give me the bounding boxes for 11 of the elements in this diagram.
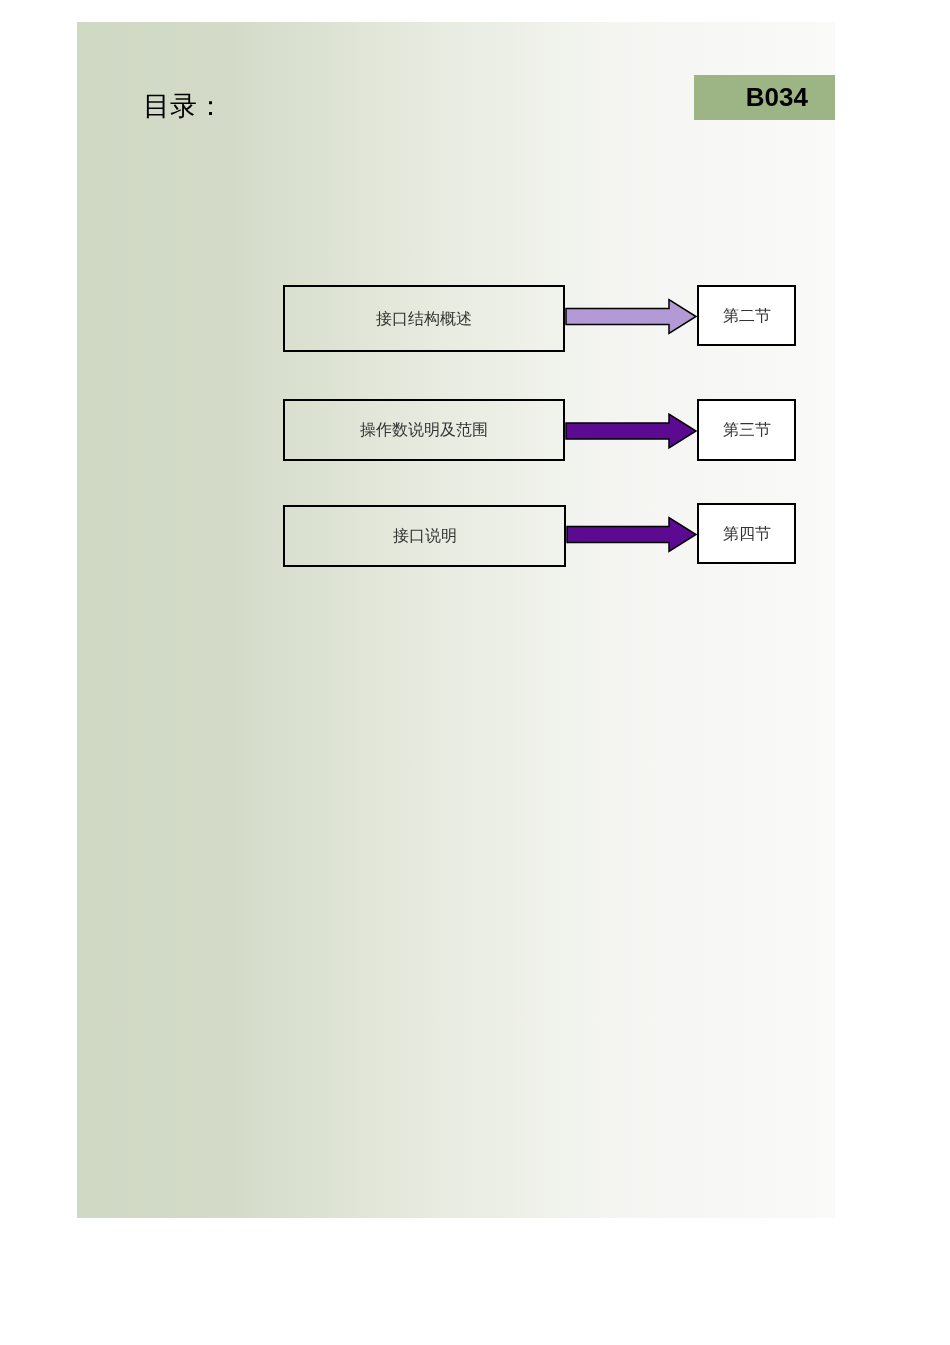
topic-box: 接口结构概述 [283, 285, 565, 352]
block-arrow [565, 298, 698, 335]
section-box: 第三节 [697, 399, 796, 461]
block-arrow [566, 516, 698, 553]
topic-box: 操作数说明及范围 [283, 399, 565, 461]
topic-box: 接口说明 [283, 505, 566, 567]
block-arrow [565, 412, 698, 450]
code-tag: B034 [694, 75, 835, 120]
section-box: 第四节 [697, 503, 796, 564]
title: 目录： [143, 89, 224, 123]
section-box: 第二节 [697, 285, 796, 346]
